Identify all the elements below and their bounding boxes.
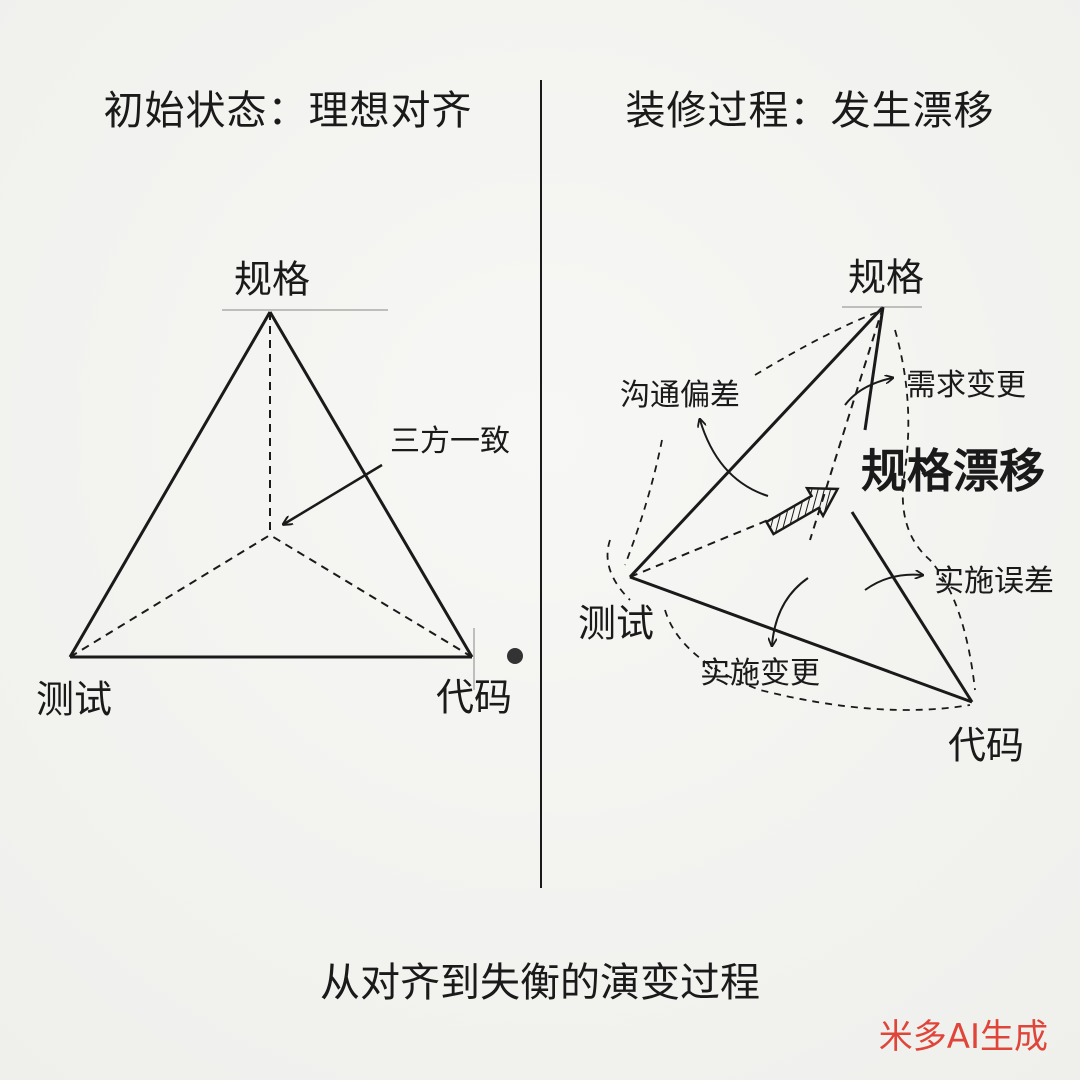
left-node-code: 代码 [435,675,513,720]
caption: 从对齐到失衡的演变过程 [320,960,760,1006]
comm-arrow [700,420,769,497]
right-node-code: 代码 [947,723,1025,768]
impl-err-arrow [864,575,922,591]
left-dashed-medians [69,312,473,658]
left-title: 初始状态：理想对齐 [103,88,473,134]
consensus-arrow [284,463,383,524]
right-title: 装修过程：发生漂移 [625,88,995,134]
impl-error-label: 实施误差 [934,564,1054,599]
impl-change-arrow [772,577,809,645]
right-node-spec: 规格 [847,255,925,300]
watermark: 米多AI生成 [878,1017,1048,1057]
spec-drift-label: 规格漂移 [861,444,1045,498]
req-change-label: 需求变更 [906,368,1026,403]
left-node-test: 测试 [35,677,113,722]
ink-dot [507,648,523,664]
drift-arrow [764,486,840,536]
consensus-label: 三方一致 [390,424,510,459]
right-drift-outlines [606,311,976,711]
left-node-spec: 规格 [233,257,311,302]
right-node-test: 测试 [577,601,655,646]
left-triangle [68,309,475,690]
impl-change-label: 实施变更 [700,656,820,691]
req-arrow [844,378,892,406]
comm-deviation-label: 沟通偏差 [620,378,740,413]
